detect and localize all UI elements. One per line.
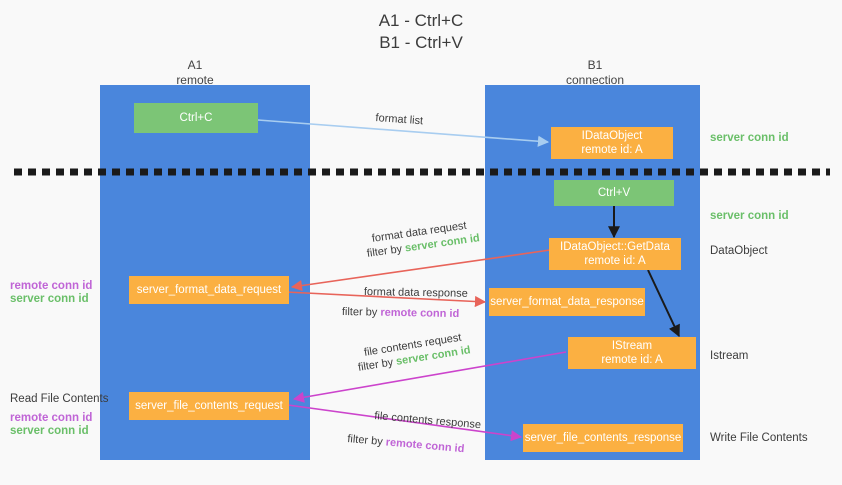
title-line-2: B1 - Ctrl+V xyxy=(379,33,463,52)
node-server-file-contents-request[interactable]: server_file_contents_request xyxy=(129,392,289,420)
label-server-conn-id-upper: server conn id xyxy=(10,293,89,305)
label-remote-conn-id-lower: remote conn id xyxy=(10,412,93,424)
label-write-file-contents: Write File Contents xyxy=(710,432,808,444)
annotation-format-data-response: format data response xyxy=(363,285,468,300)
node-server-format-data-response-label: server_format_data_response xyxy=(490,296,644,308)
node-idataobject-getdata-sublabel: remote id: A xyxy=(584,255,646,267)
filter-prefix: filter by xyxy=(366,242,406,260)
label-read-file-contents: Read File Contents xyxy=(10,393,109,405)
node-idataobject-sublabel: remote id: A xyxy=(581,144,643,156)
label-server-conn-id-lower: server conn id xyxy=(10,425,89,437)
node-idataobject-getdata-label: IDataObject::GetData xyxy=(560,241,670,253)
column-header-a1-subtitle: remote xyxy=(176,73,214,87)
node-idataobject-label: IDataObject xyxy=(581,130,643,142)
node-server-file-contents-response[interactable]: server_file_contents_response xyxy=(523,424,683,452)
diagram-title: A1 - Ctrl+C B1 - Ctrl+V xyxy=(0,10,842,54)
node-server-format-data-request[interactable]: server_format_data_request xyxy=(129,276,289,304)
node-ctrl-v-label: Ctrl+V xyxy=(597,187,631,199)
annotation-format-list: format list xyxy=(375,111,424,128)
annotation-file-contents-response-filter: filter by remote conn id xyxy=(347,432,465,456)
column-header-b1-subtitle: connection xyxy=(565,73,625,87)
column-header-a1-name: A1 xyxy=(187,58,203,72)
node-server-file-contents-request-label: server_file_contents_request xyxy=(135,400,283,412)
node-server-format-data-response[interactable]: server_format_data_response xyxy=(489,288,645,316)
column-header-a1: A1 remote xyxy=(120,58,270,88)
filter-value-remote-conn-id: remote conn id xyxy=(385,436,465,456)
label-server-conn-id-top: server conn id xyxy=(710,132,789,144)
filter-value-remote-conn-id: remote conn id xyxy=(380,306,460,321)
node-istream-sublabel: remote id: A xyxy=(601,354,663,366)
node-istream[interactable]: IStream remote id: A xyxy=(568,337,696,369)
node-istream-label: IStream xyxy=(611,340,653,352)
annotation-format-data-response-filter: filter by remote conn id xyxy=(342,305,460,321)
column-header-b1: B1 connection xyxy=(520,58,670,88)
label-istream: Istream xyxy=(710,350,749,362)
node-server-format-data-request-label: server_format_data_request xyxy=(136,284,282,296)
column-header-b1-name: B1 xyxy=(587,58,603,72)
node-idataobject-getdata[interactable]: IDataObject::GetData remote id: A xyxy=(549,238,681,270)
node-ctrl-c-label: Ctrl+C xyxy=(179,112,213,124)
node-idataobject[interactable]: IDataObject remote id: A xyxy=(551,127,673,159)
annotation-file-contents-response: file contents response xyxy=(373,409,482,432)
filter-prefix: filter by xyxy=(341,305,381,319)
filter-prefix: filter by xyxy=(357,355,398,374)
node-ctrl-v[interactable]: Ctrl+V xyxy=(554,180,674,206)
label-server-conn-id-mid: server conn id xyxy=(710,210,789,222)
node-ctrl-c[interactable]: Ctrl+C xyxy=(134,103,258,133)
label-dataobject: DataObject xyxy=(710,245,768,257)
label-remote-conn-id-upper: remote conn id xyxy=(10,280,93,292)
title-line-1: A1 - Ctrl+C xyxy=(378,11,464,30)
node-server-file-contents-response-label: server_file_contents_response xyxy=(524,432,682,444)
filter-prefix: filter by xyxy=(346,432,387,449)
